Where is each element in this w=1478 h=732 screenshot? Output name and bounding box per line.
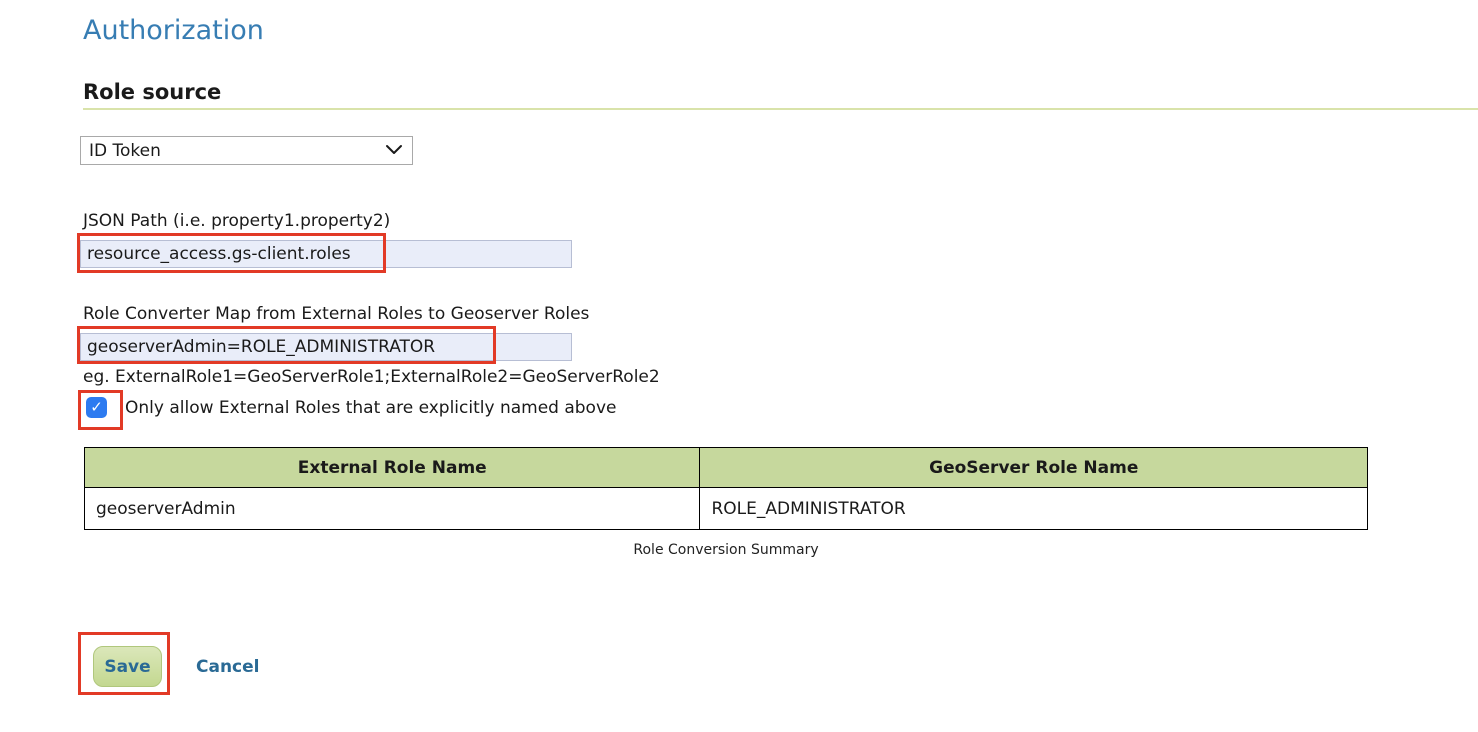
table-caption: Role Conversion Summary [633,542,819,558]
table-row: geoserverAdmin ROLE_ADMINISTRATOR [83,487,1368,530]
geoserver-role-cell: ROLE_ADMINISTRATOR [699,487,1368,530]
role-conversion-table: External Role Name GeoServer Role Name g… [83,447,1368,530]
page-title: Authorization [83,15,264,46]
only-allow-checkbox-label: Only allow External Roles that are expli… [125,398,617,418]
role-source-select[interactable]: ID Token [80,136,413,165]
json-path-label: JSON Path (i.e. property1.property2) [83,211,391,231]
role-converter-input[interactable] [80,333,572,361]
role-source-select-wrap: ID Token [80,136,413,165]
role-source-heading: Role source [83,80,222,104]
checkmark-icon: ✓ [90,398,103,416]
column-header-external-role: External Role Name [83,447,701,488]
role-converter-label: Role Converter Map from External Roles t… [83,304,590,324]
table-header-row: External Role Name GeoServer Role Name [83,447,1368,488]
section-divider [83,108,1478,110]
column-header-geoserver-role: GeoServer Role Name [699,447,1368,488]
external-role-cell: geoserverAdmin [83,487,701,530]
only-allow-checkbox[interactable]: ✓ [86,397,107,418]
save-button[interactable]: Save [93,646,162,687]
json-path-input[interactable] [80,240,572,268]
cancel-link[interactable]: Cancel [196,657,260,677]
role-converter-hint: eg. ExternalRole1=GeoServerRole1;Externa… [83,367,660,387]
